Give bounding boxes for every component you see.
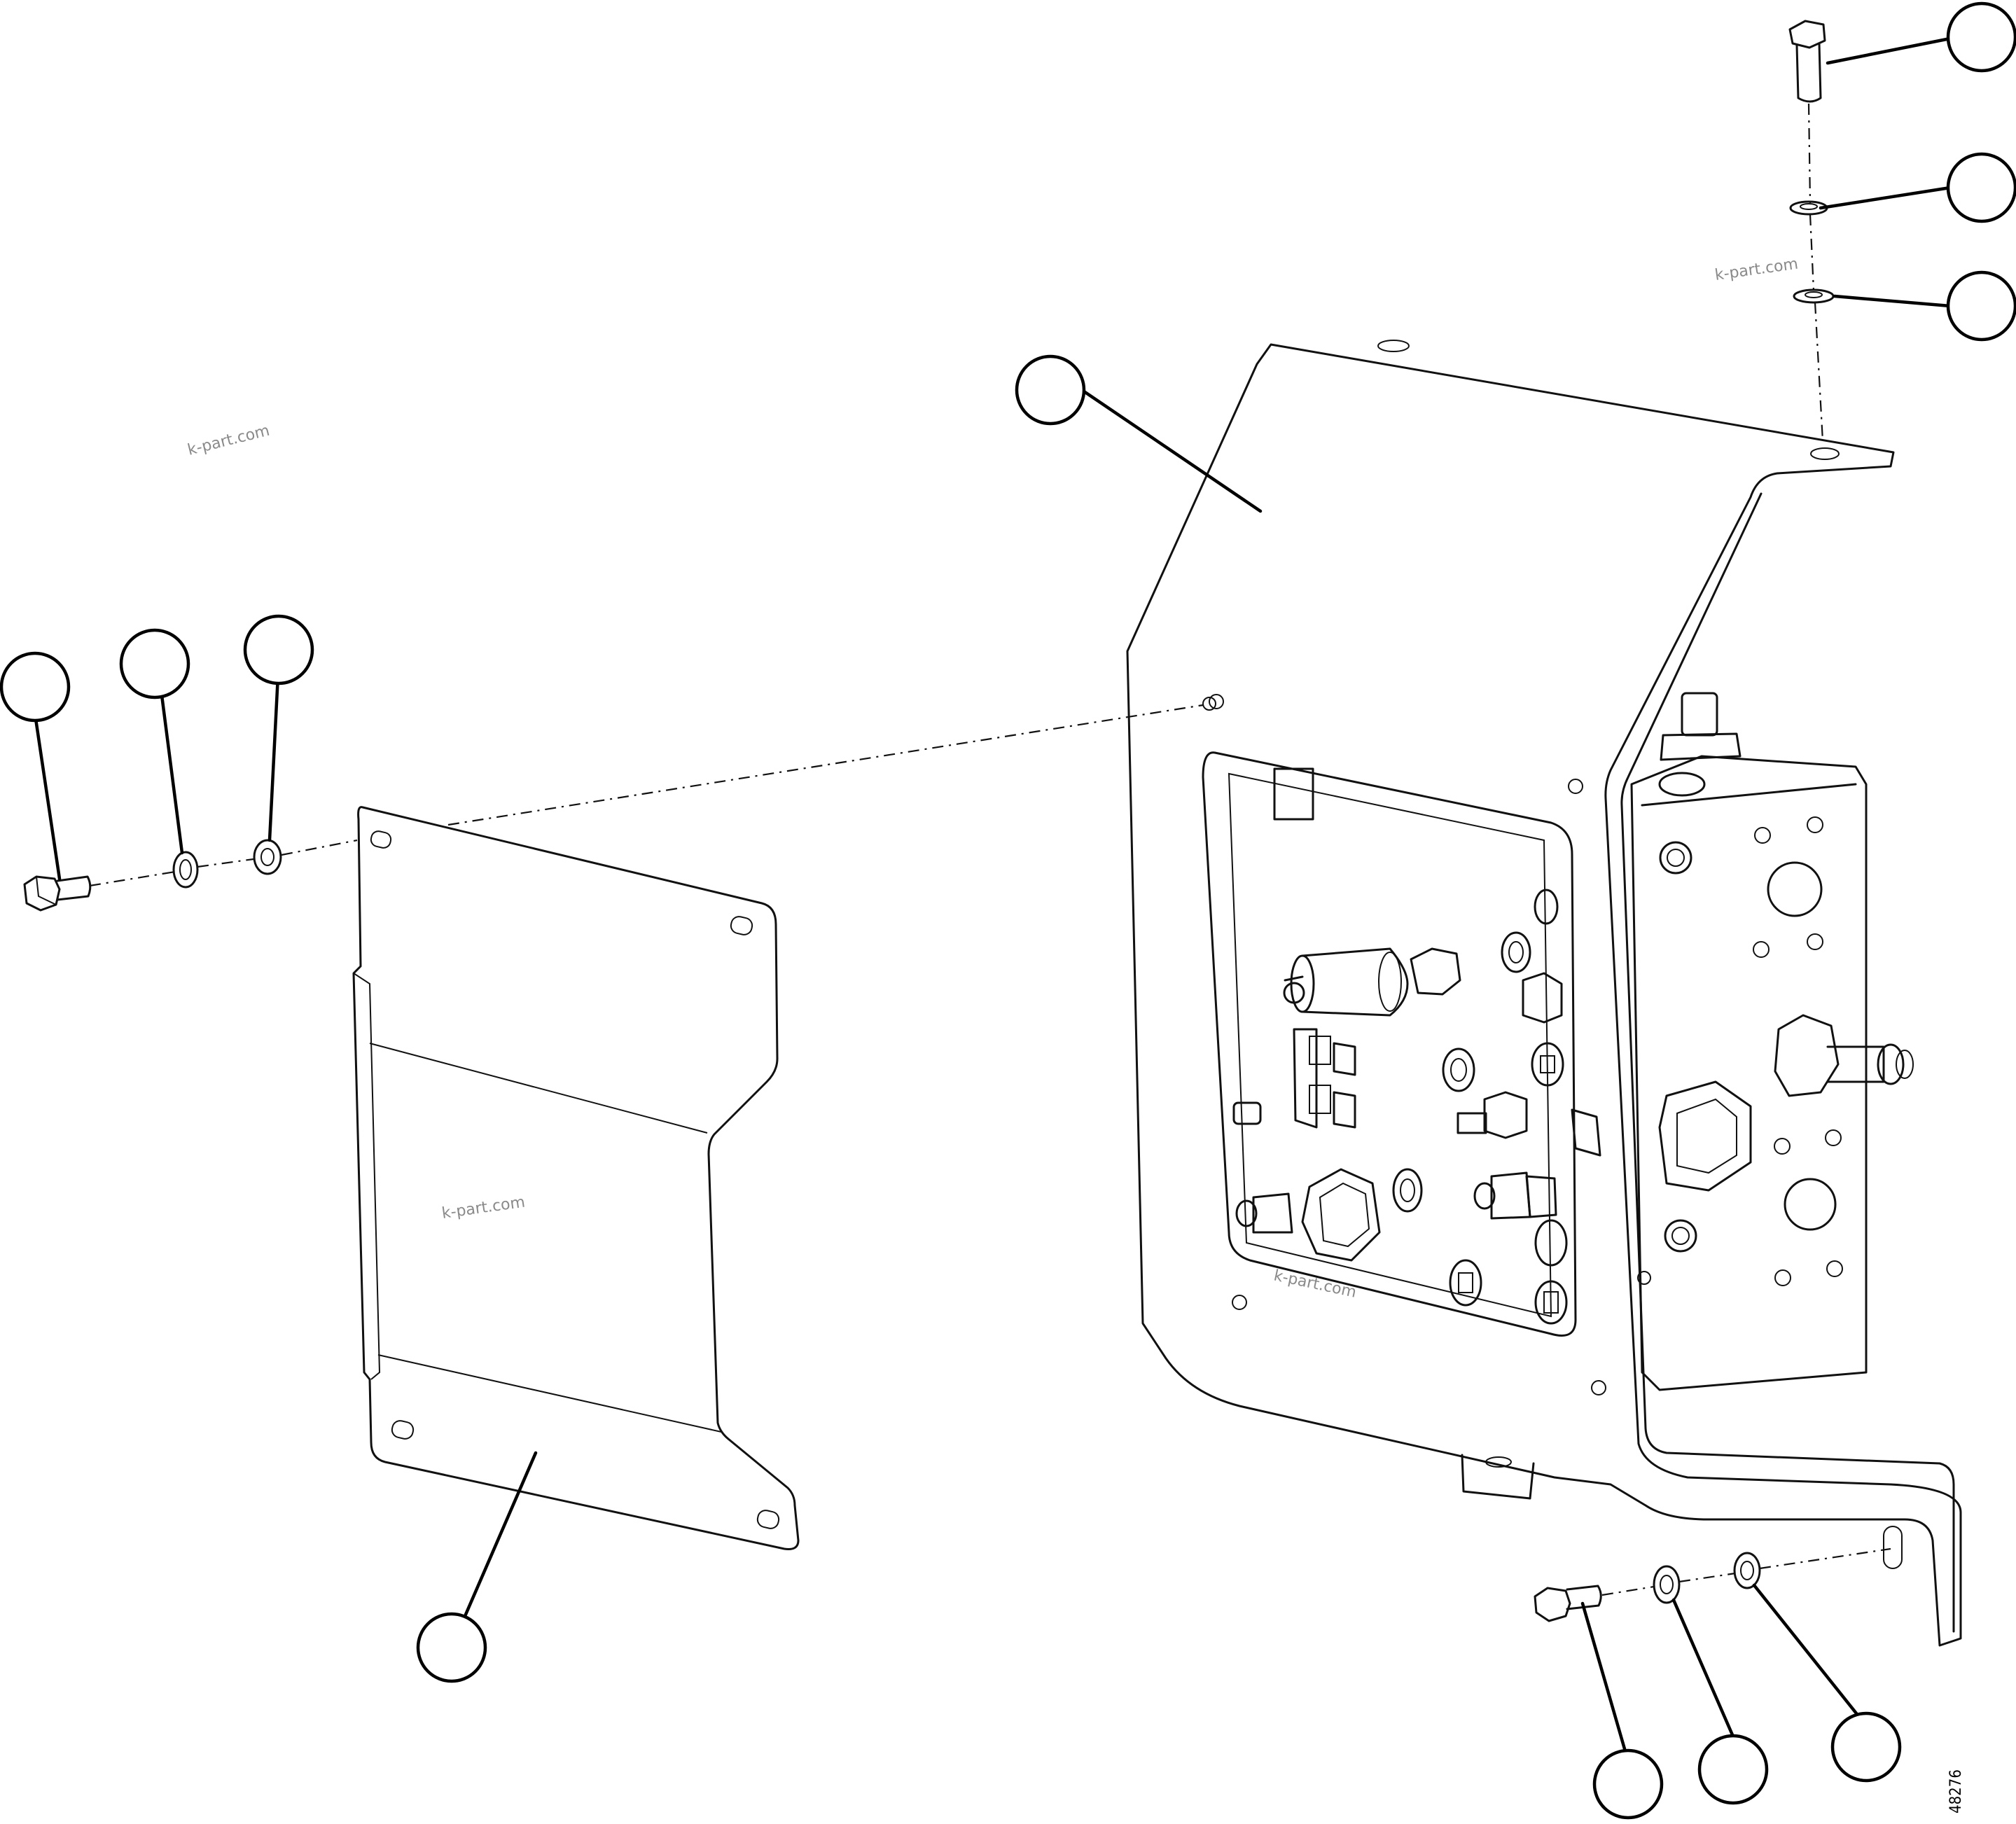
leader-lines bbox=[33, 36, 1952, 1763]
callout-bubble bbox=[1946, 1, 2016, 73]
left-hardware bbox=[23, 697, 1216, 912]
callout-bubble bbox=[1830, 1711, 1902, 1783]
mounting-bracket bbox=[1126, 340, 1962, 1647]
callout-bubble bbox=[1946, 270, 2016, 342]
callout-bubble bbox=[1015, 354, 1086, 426]
bottom-right-hardware bbox=[1534, 1547, 1891, 1622]
callout-bubble bbox=[243, 614, 314, 685]
valve-block bbox=[1630, 692, 1914, 1391]
watermark: k-part.com bbox=[1272, 1267, 1358, 1301]
watermark: k-part.com bbox=[440, 1194, 526, 1223]
callout-bubble bbox=[1946, 152, 2016, 223]
figure-number: 48276 bbox=[1947, 1769, 1965, 1813]
callout-bubble bbox=[0, 651, 71, 723]
callout-bubble bbox=[119, 628, 190, 699]
watermark: k-part.com bbox=[186, 422, 271, 459]
cover-plate bbox=[352, 806, 800, 1550]
callout-bubble bbox=[1697, 1734, 1769, 1805]
top-right-hardware bbox=[1788, 20, 1835, 442]
watermark: k-part.com bbox=[1713, 256, 1799, 284]
internal-components bbox=[1232, 767, 1601, 1325]
callout-bubble bbox=[1592, 1748, 1664, 1820]
callout-bubble bbox=[416, 1612, 487, 1683]
